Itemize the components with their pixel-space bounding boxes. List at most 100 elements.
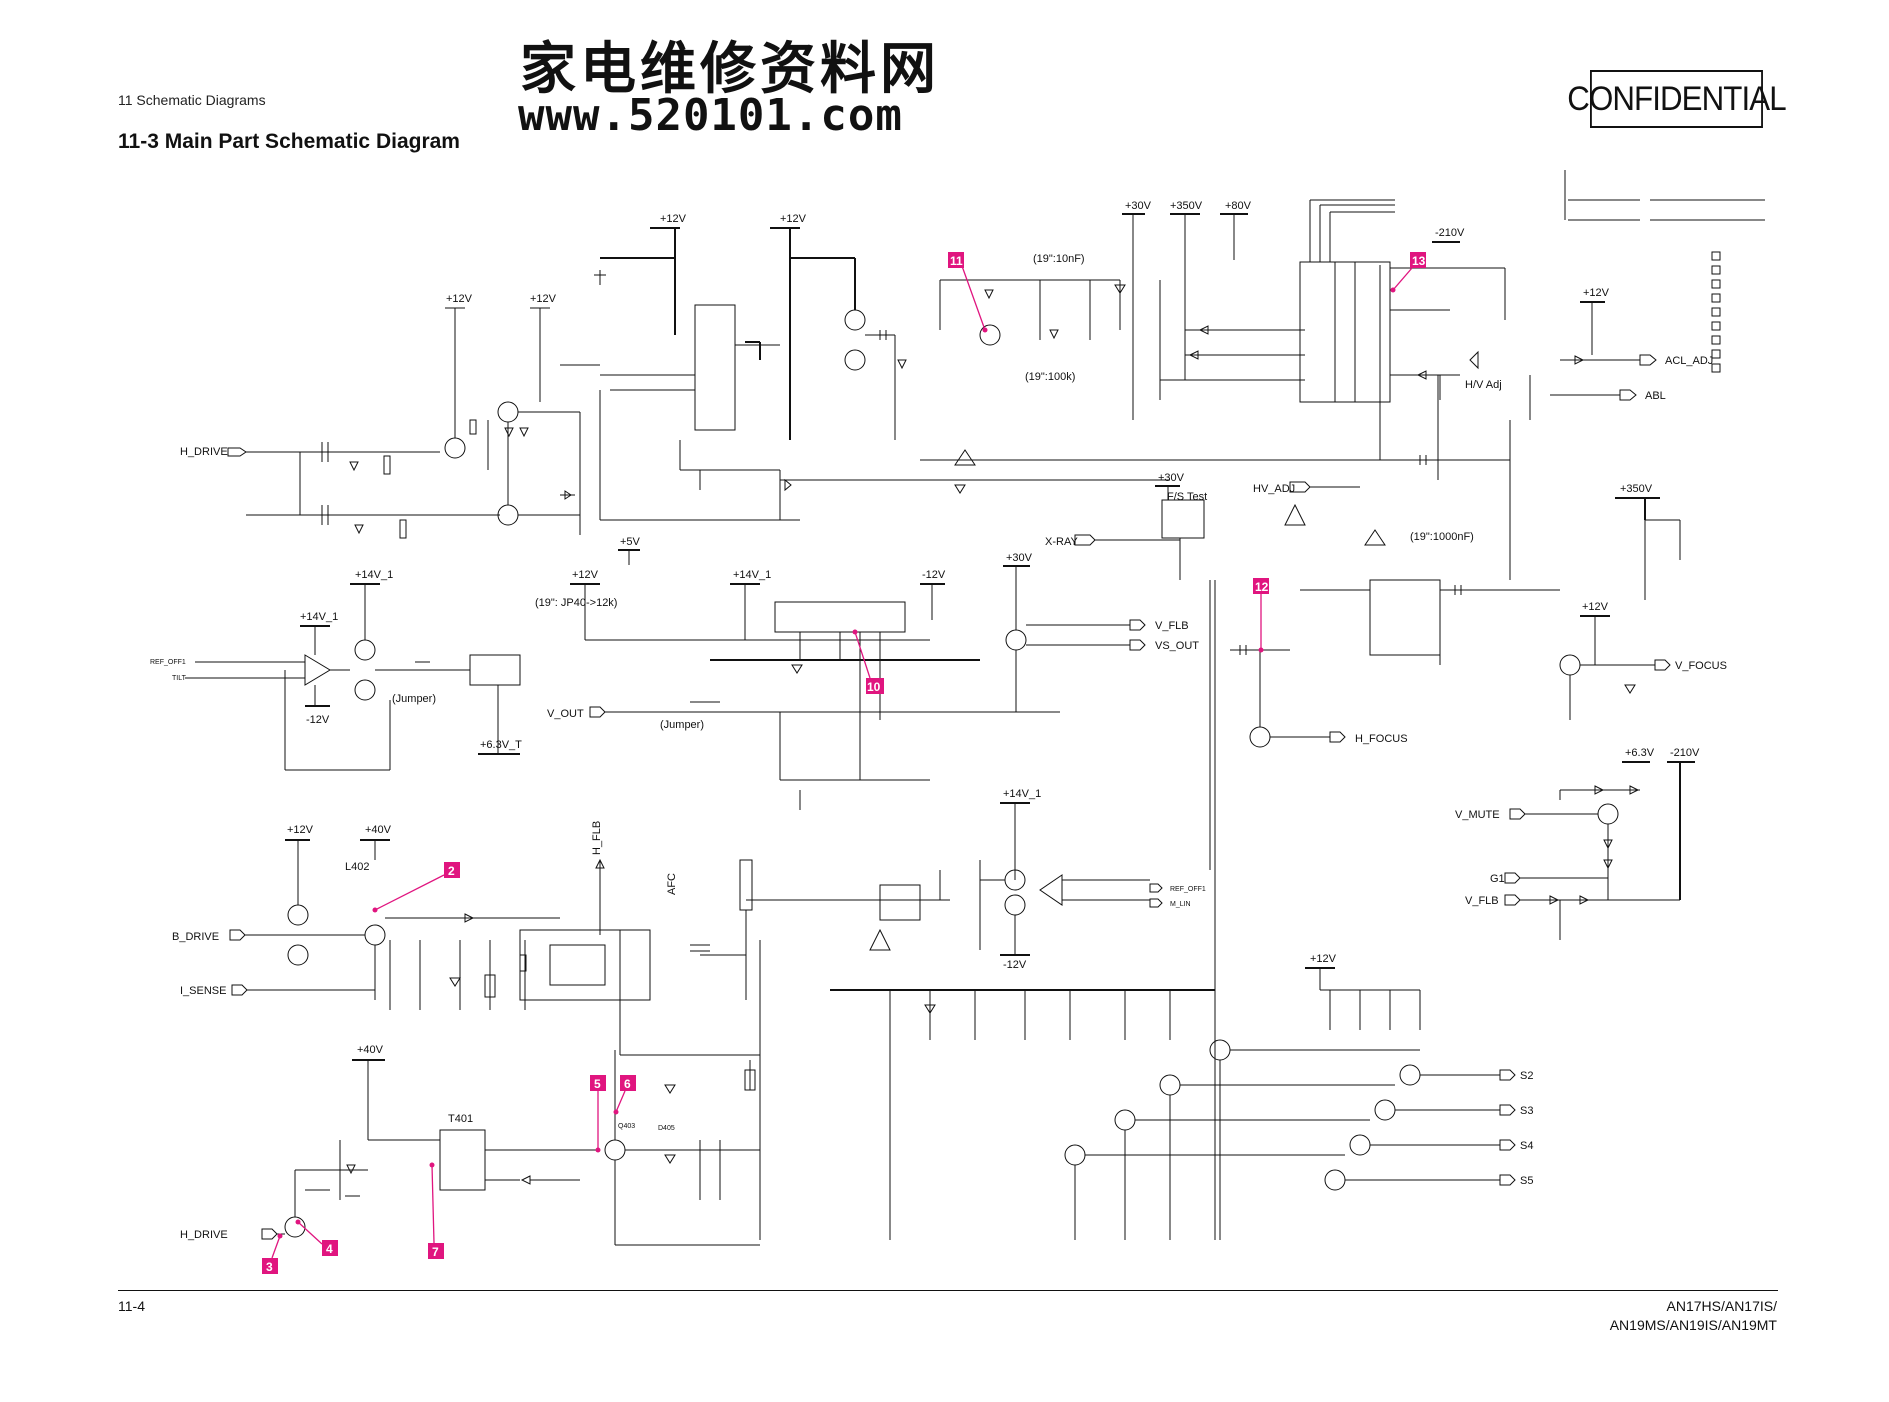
i-sense-connector-icon	[231, 984, 248, 996]
page-number: 11-4	[118, 1298, 145, 1314]
svg-text:13: 13	[1412, 254, 1426, 268]
rail-m12-a: -12V	[306, 714, 330, 726]
model-list-line1: AN17HS/AN17IS/	[1666, 1298, 1778, 1314]
rail-p350-right: +350V	[1620, 483, 1653, 495]
note-t401: T401	[448, 1113, 473, 1125]
h-focus-connector-icon	[1329, 731, 1346, 743]
transistor-q5-icon	[844, 349, 866, 371]
hv-adj-connector-icon	[1289, 481, 1311, 493]
t401-transformer-icon	[439, 1129, 486, 1191]
tilt-opamp-icon	[304, 654, 331, 686]
signal-afc: AFC	[666, 873, 678, 895]
transistor-q401-icon	[284, 1216, 306, 1238]
svg-text:6: 6	[624, 1077, 631, 1091]
svg-text:11: 11	[950, 254, 963, 268]
rail-p63: +6.3V	[1625, 747, 1655, 759]
h-yoke-connector	[519, 929, 651, 1001]
signal-h-drive-bottom: H_DRIVE	[180, 1229, 228, 1241]
note-q403: Q403	[618, 1123, 635, 1130]
note-fs-test: F/S Test	[1167, 491, 1207, 503]
h-drive-connector-icon	[227, 447, 247, 457]
fbt-transformer-icon	[1299, 261, 1391, 403]
rail-p12-bottom: +12V	[1310, 953, 1337, 965]
b-drive-connector-icon	[229, 929, 246, 941]
signal-b-drive: B_DRIVE	[172, 931, 219, 943]
m-lin-opamp-icon	[1039, 874, 1063, 906]
marker-7	[428, 1243, 444, 1259]
acl-adj-connector-icon	[1639, 354, 1657, 366]
transistor-q4-icon	[844, 309, 866, 331]
transistor-q12-icon	[1597, 803, 1619, 825]
v-output-ic: +12V (19": JP40->12k) +14V_1 -12V V_OUT …	[535, 569, 1060, 810]
h-drive-stage: H_DRIVE +12V +12V	[180, 293, 581, 539]
note-jumper-a: (Jumper)	[392, 693, 436, 705]
signal-s2: S2	[1520, 1070, 1533, 1082]
focus-transformer-icon	[1369, 579, 1441, 656]
signal-hv-adj: HV_ADJ	[1253, 483, 1295, 495]
rail-p12-d: +12V	[780, 213, 807, 225]
transistor-q8-icon	[354, 679, 376, 701]
svg-text:3: 3	[266, 1260, 273, 1274]
marker-13	[1410, 252, 1426, 268]
h-flb-section: H_FLB AFC	[519, 821, 950, 1240]
ref-off1-b-connector-icon	[1149, 883, 1163, 893]
rail-p80: +80V	[1225, 200, 1252, 212]
model-list-line2: AN19MS/AN19IS/AN19MT	[1609, 1317, 1777, 1333]
transistor-q24-icon	[1349, 1134, 1371, 1156]
marker-10	[866, 678, 884, 694]
rail-m210-right: -210V	[1670, 747, 1700, 759]
tilt-stage: +14V_1 +14V_1 REF_OFF1 TILT (Jumper) -12…	[150, 569, 522, 771]
svg-text:7: 7	[432, 1245, 439, 1259]
svg-text:10: 10	[867, 680, 881, 694]
rail-p30-fs: +30V	[1158, 472, 1185, 484]
footer-rule	[118, 1290, 1778, 1291]
hv-section: (19":10nF) (19":100k) +30V +350V +80V	[939, 199, 1506, 480]
transistor-q7-icon	[354, 639, 376, 661]
note-100k: (19":100k)	[1025, 371, 1075, 383]
signal-v-flb-mid: V_FLB	[1155, 620, 1189, 632]
marker-3	[262, 1258, 278, 1274]
note-jp40: (19": JP40->12k)	[535, 597, 617, 609]
signal-s5: S5	[1520, 1175, 1533, 1187]
section-label: 11 Schematic Diagrams	[118, 92, 266, 108]
transistor-q22-icon	[1399, 1064, 1421, 1086]
signal-acl-adj: ACL_ADJ	[1665, 355, 1713, 367]
transistor-q20-icon	[1114, 1109, 1136, 1131]
transistor-q23-icon	[1374, 1099, 1396, 1121]
transistor-q9-icon	[1005, 629, 1027, 651]
signal-ref-off1: REF_OFF1	[150, 659, 186, 666]
note-d405: D405	[658, 1125, 675, 1132]
rail-p12-c: +12V	[660, 213, 687, 225]
marker-2	[444, 862, 460, 878]
rail-m210-top: -210V	[1435, 227, 1465, 239]
h-out-stage: +40V T401 Q403 D405 H_DRIVE	[180, 1044, 760, 1246]
signal-h-focus: H_FOCUS	[1355, 733, 1408, 745]
transistor-q10-icon	[1249, 726, 1271, 748]
transistor-q11-icon	[1559, 654, 1581, 676]
transistor-q3-icon	[497, 504, 519, 526]
signal-g1: G1	[1490, 873, 1505, 885]
note-1000nf: (19":1000nF)	[1410, 531, 1474, 543]
connector-blocks	[1564, 170, 1765, 373]
marker-5	[590, 1075, 606, 1091]
transistor-q18-icon	[1209, 1039, 1231, 1061]
ic-h-osc-icon	[694, 304, 736, 431]
svg-text:2: 2	[448, 864, 455, 878]
note-10nf: (19":10nF)	[1033, 253, 1085, 265]
rail-p30-mid: +30V	[1006, 552, 1033, 564]
marker-4	[322, 1240, 338, 1256]
signal-h-drive-top: H_DRIVE	[180, 446, 228, 458]
transistor-q25-icon	[1324, 1169, 1346, 1191]
note-jumper-b: (Jumper)	[660, 719, 704, 731]
marker-11	[948, 252, 964, 268]
m-lin-connector-icon	[1149, 898, 1163, 908]
rail-p12-left: +12V	[287, 824, 314, 836]
signal-s3: S3	[1520, 1105, 1533, 1117]
h-drive-bottom-connector-icon	[261, 1228, 278, 1240]
transistor-q17-icon	[1004, 894, 1026, 916]
svg-text:4: 4	[326, 1242, 333, 1256]
abl-connector-icon	[1619, 389, 1637, 401]
h-osc-ic: +12V +12V +5V	[560, 213, 1170, 565]
transistor-q14-icon	[287, 944, 309, 966]
